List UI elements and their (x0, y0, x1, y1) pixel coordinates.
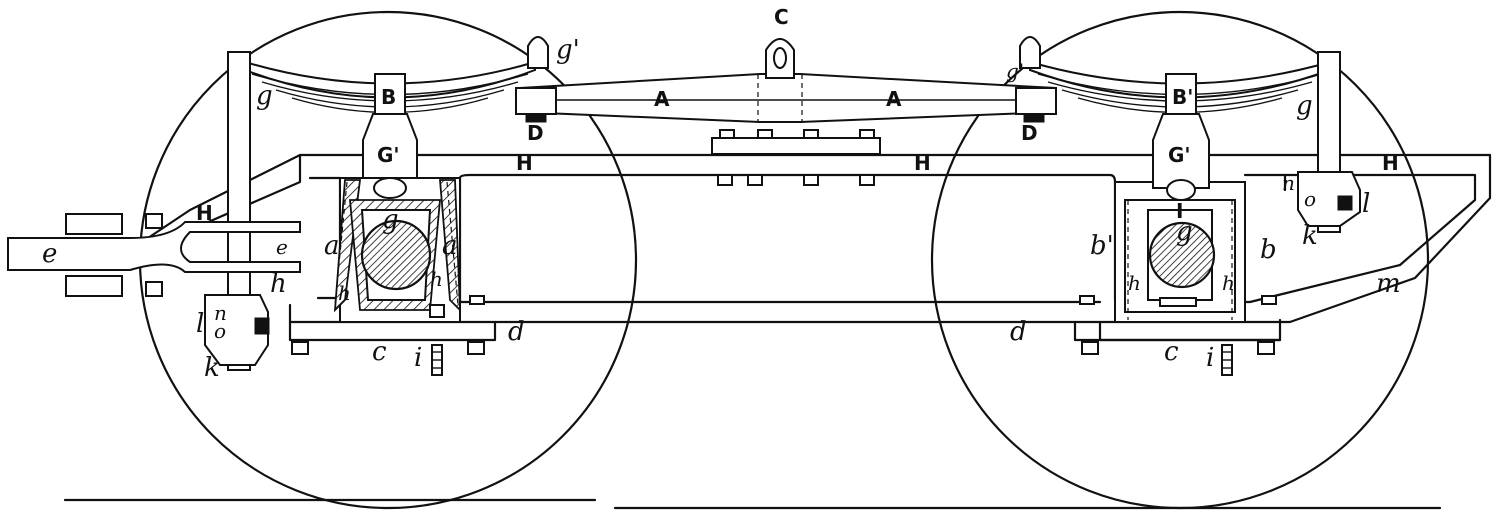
label-n-left: n (214, 301, 227, 325)
spring-hanger-g-prime-right (1019, 36, 1041, 69)
leaf-spring-right (1029, 60, 1331, 201)
label-k-right: k (1302, 221, 1318, 251)
label-A-left: A (654, 87, 670, 111)
label-g-prime-left: g' (556, 35, 580, 65)
label-a-right: a (442, 231, 458, 261)
leaf-spring-left (244, 60, 536, 199)
label-C: C (774, 5, 789, 29)
label-o-right: o (1304, 187, 1316, 211)
label-l-left: l (196, 309, 204, 339)
equalizer-beam (515, 73, 1057, 123)
label-g-left: g (256, 81, 273, 111)
label-n-right: n (1282, 171, 1295, 195)
draw-bar (7, 213, 301, 297)
label-o-left: o (214, 319, 226, 343)
label-e-fork: e (276, 235, 288, 259)
nuts (291, 174, 1277, 355)
label-g-prime-right: g' (1006, 59, 1024, 83)
label-G-prime-left: G' (377, 143, 400, 167)
label-B: B (381, 85, 396, 109)
label-b-prime: b' (1090, 231, 1114, 261)
label-l-right: l (1362, 189, 1370, 219)
label-c-right: c (1164, 337, 1179, 367)
label-H-2: H (914, 151, 931, 175)
label-i-left: i (414, 343, 422, 373)
spring-hanger-g-prime-left (527, 36, 549, 69)
label-B-prime: B' (1172, 85, 1193, 109)
label-h-left-2: h (430, 267, 443, 291)
wheel-right (930, 10, 1430, 510)
label-H-3: H (1382, 151, 1399, 175)
label-i-right: i (1206, 343, 1214, 373)
bracket-right (1297, 171, 1361, 227)
label-d-left: d (508, 317, 525, 347)
label-I: I (1176, 199, 1183, 223)
label-h-right-2: h (1222, 271, 1235, 295)
label-b: b (1260, 235, 1277, 265)
label-h-right-1: h (1128, 271, 1141, 295)
label-h-outer: h (270, 269, 287, 299)
center-hanger (765, 38, 795, 79)
label-D-right: D (1021, 121, 1038, 145)
label-a-left: a (324, 231, 340, 261)
label-D-left: D (527, 121, 544, 145)
label-g-axle-left: g (382, 205, 399, 235)
label-g-right: g (1296, 91, 1313, 121)
label-H-1: H (516, 151, 533, 175)
axle-box-right (1114, 181, 1246, 323)
label-e-bar: e (42, 239, 57, 269)
label-A-right: A (886, 87, 902, 111)
label-H-4: H (196, 201, 213, 225)
bolt-right (1221, 344, 1233, 376)
label-d-right: d (1010, 317, 1027, 347)
center-plate (711, 129, 881, 155)
label-G-prime-right: G' (1168, 143, 1191, 167)
label-g-axle-right: g (1176, 217, 1193, 247)
label-m: m (1376, 269, 1401, 299)
label-h-left-1: h (338, 281, 351, 305)
bolt-left (431, 344, 443, 376)
axle-box-left (333, 177, 461, 323)
label-c-left: c (372, 337, 387, 367)
label-k-left: k (204, 353, 220, 383)
bracket-left (204, 294, 270, 366)
